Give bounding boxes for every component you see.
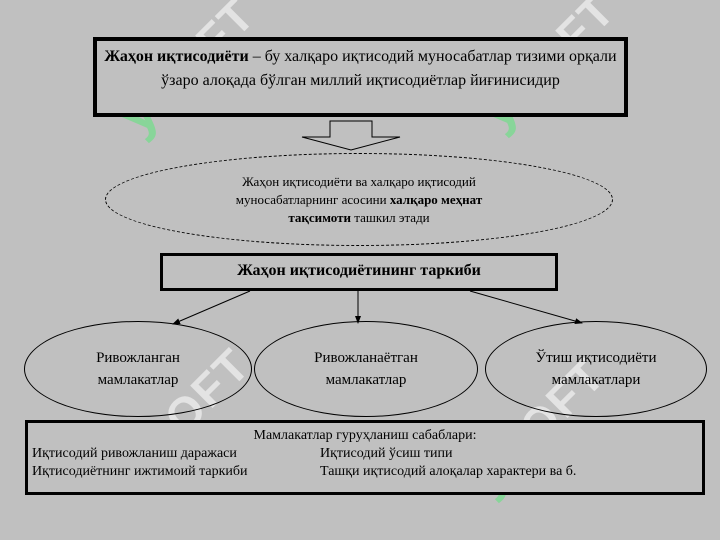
structure-title: Жаҳон иқтисодиётининг таркиби: [237, 262, 481, 279]
group-label: Ривожланаётган: [314, 350, 418, 366]
group-ellipse-developing: Ривожланаётган мамлакатлар: [254, 321, 478, 417]
division-line3-bold: тақсимоти: [288, 209, 351, 225]
division-line1: Жаҳон иқтисодиёти ва халқаро иқтисодий: [242, 173, 476, 189]
definition-box: Жаҳон иқтисодиёти – бу халқаро иқтисодий…: [93, 37, 628, 117]
group-label: мамлакатлари: [551, 372, 641, 388]
reason-item: Иқтисодиётнинг ижтимоий таркиби: [32, 464, 248, 479]
reasons-title: Мамлакатлар гуруҳланиш сабаблари:: [253, 428, 477, 443]
arrow-to-transition: [469, 290, 583, 324]
reason-item: Иқтисодий ўсиш типи: [320, 446, 453, 461]
division-line3: ташкил этади: [351, 209, 430, 225]
group-ellipse-transition: Ўтиш иқтисодиёти мамлакатлари: [485, 321, 707, 417]
division-line2: муносабатларнинг асосини: [235, 191, 390, 207]
group-label: Ўтиш иқтисодиёти: [535, 350, 657, 366]
group-label: мамлакатлар: [325, 372, 407, 388]
block-arrow: [301, 120, 401, 151]
group-label: мамлакатлар: [97, 372, 179, 388]
reason-item: Иқтисодий ривожланиш даражаси: [32, 446, 237, 461]
arrow-to-developed: [172, 290, 251, 325]
reasons-row: Иқтисодиётнинг ижтимоий таркиби Ташқи иқ…: [32, 463, 698, 481]
group-label: Ривожланган: [96, 350, 180, 366]
labor-division-ellipse: Жаҳон иқтисодиёти ва халқаро иқтисодий м…: [105, 153, 613, 246]
group-ellipse-developed: Ривожланган мамлакатлар: [24, 321, 252, 417]
grouping-reasons-box: Мамлакатлар гуруҳланиш сабаблари: Иқтисо…: [25, 420, 705, 495]
definition-term: Жаҳон иқтисодиёти: [104, 48, 249, 65]
structure-title-box: Жаҳон иқтисодиётининг таркиби: [160, 253, 558, 291]
division-line2-bold: халқаро меҳнат: [389, 191, 483, 207]
definition-text: – бу халқаро иқтисодий муносабатлар тизи…: [161, 48, 617, 89]
reason-item: Ташқи иқтисодий алоқалар характери ва б.: [320, 464, 577, 479]
reasons-row: Иқтисодий ривожланиш даражаси Иқтисодий …: [32, 445, 698, 463]
